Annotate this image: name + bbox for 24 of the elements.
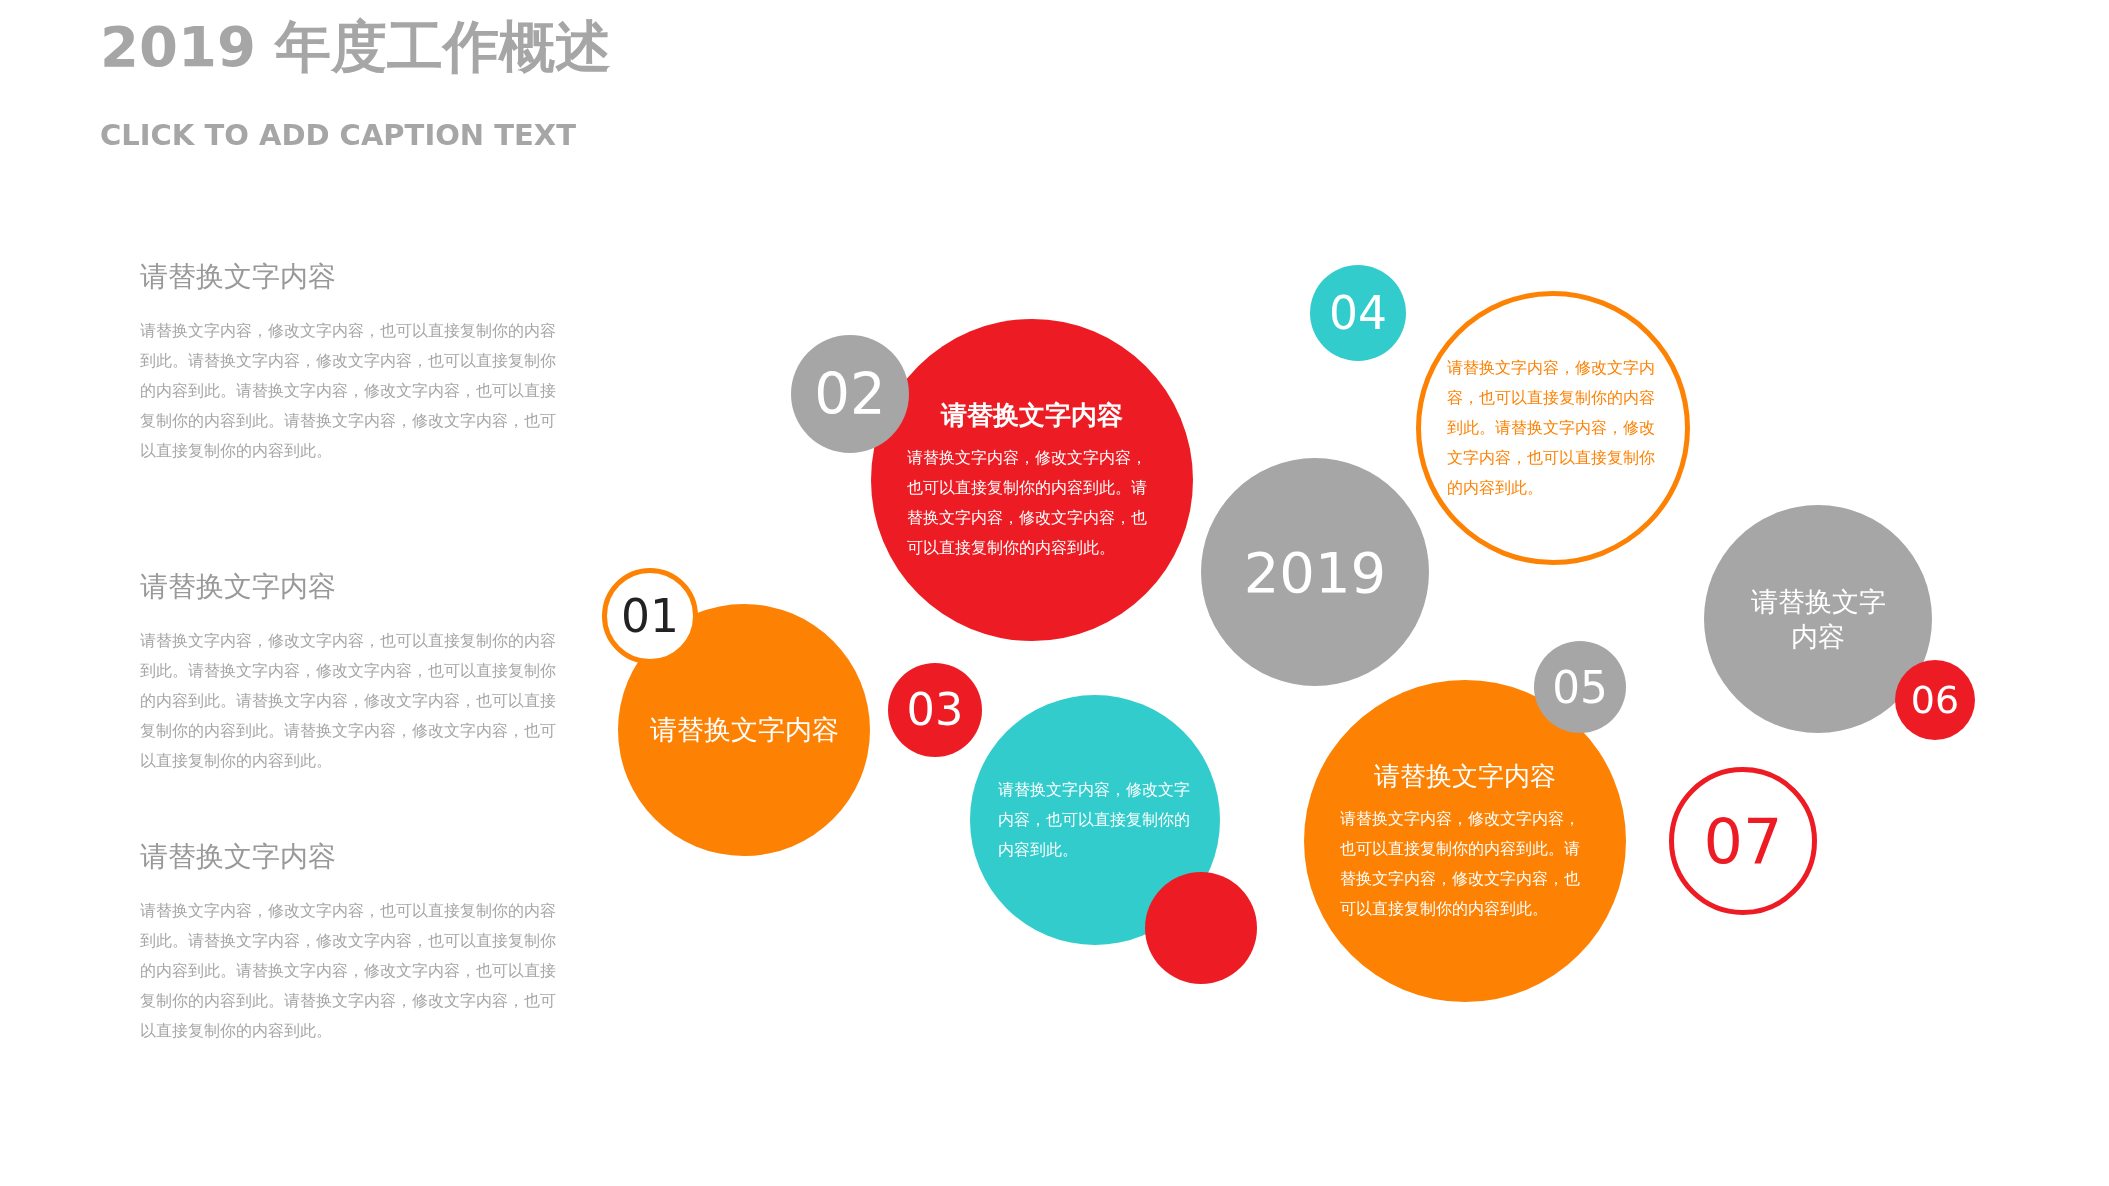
heading: 请替换文字内容: [140, 839, 336, 875]
body-text: 请替换文字内容，修改文字内容，也可以直接复制你的内容到此。请替换文字内容，修改文字内容，也可以直接复制你的内容到此。: [1340, 807, 1582, 920]
title: 2019 年度工作概述: [100, 13, 612, 81]
heading: 请替换文字内容: [941, 398, 1123, 432]
heading: 请替换文字内容: [140, 259, 336, 295]
number-text: 03: [906, 684, 964, 736]
number-text: 01: [621, 589, 679, 643]
number-text: 06: [1910, 678, 1960, 722]
paragraph: 请替换文字内容，修改文字内容，也可以直接复制你的内容到此。请替换文字内容，修改文字内容，也可以直接复制你的内容到此。请替换文字内容，修改文字内容，也可以直接复制你的内容到此。请替换文字内容，修改文字内容，也可以直接复制你的内容到此。: [140, 900, 557, 1042]
paragraph: 请替换文字内容，修改文字内容，也可以直接复制你的内容到此。请替换文字内容，修改文字内容，也可以直接复制你的内容到此。请替换文字内容，修改文字内容，也可以直接复制你的内容到此。请替换文字内容，修改文字内容，也可以直接复制你的内容到此。: [140, 320, 557, 462]
heading: 请替换文字内容: [140, 569, 336, 605]
body-text: 请替换文字内容，修改文字内容，也可以直接复制你的内容到此。: [998, 779, 1192, 861]
heading: 请替换文字内容: [1749, 584, 1887, 654]
heading: 请替换文字内容: [649, 713, 839, 748]
heading: 请替换文字内容: [1374, 759, 1556, 793]
paragraph: 请替换文字内容，修改文字内容，也可以直接复制你的内容到此。请替换文字内容，修改文字内容，也可以直接复制你的内容到此。请替换文字内容，修改文字内容，也可以直接复制你的内容到此。请替换文字内容，修改文字内容，也可以直接复制你的内容到此。: [140, 630, 557, 772]
number-text: 04: [1329, 286, 1387, 340]
number-text: 07: [1703, 804, 1783, 878]
body-text: 请替换文字内容，修改文字内容，也可以直接复制你的内容到此。请替换文字内容，修改文字内容，也可以直接复制你的内容到此。: [907, 446, 1149, 559]
caption: CLICK TO ADD CAPTION TEXT: [100, 118, 576, 152]
number-text: 05: [1552, 661, 1608, 713]
year-text: 2019: [1243, 539, 1387, 605]
number-text: 02: [814, 361, 886, 427]
body-text: 请替换文字内容，修改文字内容，也可以直接复制你的内容到此。请替换文字内容，修改文字内容，也可以直接复制你的内容到此。: [1446, 357, 1656, 499]
